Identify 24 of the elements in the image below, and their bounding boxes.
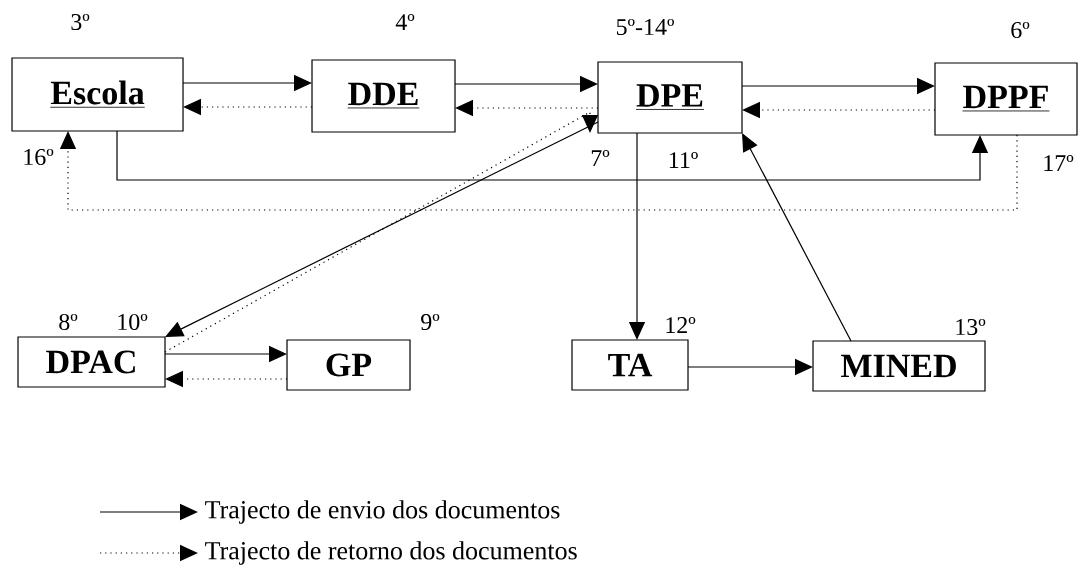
step-number: 8º <box>59 313 78 331</box>
step-number: 9º <box>421 313 440 331</box>
process-box: GP <box>286 339 411 391</box>
arrow <box>59 131 1018 211</box>
step-number: 5º-14º <box>616 18 674 36</box>
step-number: 3º <box>71 13 90 31</box>
step-number: 16º <box>24 148 54 166</box>
process-box: DPAC <box>17 336 166 388</box>
process-box: DPE <box>597 61 743 134</box>
step-number: 11º <box>669 152 698 168</box>
step-number: 13º <box>956 318 986 336</box>
process-box: Escola <box>11 57 184 132</box>
step-number: 10º <box>118 313 148 331</box>
legend-text: Trajecto de retorno dos documentos <box>205 541 577 565</box>
process-box: DDE <box>311 59 456 133</box>
legend-text: Trajecto de envio dos documentos <box>205 500 560 524</box>
step-number: 4º <box>395 14 415 30</box>
step-number: 7º <box>591 150 610 166</box>
process-box: MINED <box>812 340 986 392</box>
process-box: TA <box>571 339 689 391</box>
step-number: 6º <box>1011 21 1030 39</box>
step-number: 12º <box>666 317 696 333</box>
arrow <box>742 133 852 342</box>
process-box: DPPF <box>934 62 1078 136</box>
